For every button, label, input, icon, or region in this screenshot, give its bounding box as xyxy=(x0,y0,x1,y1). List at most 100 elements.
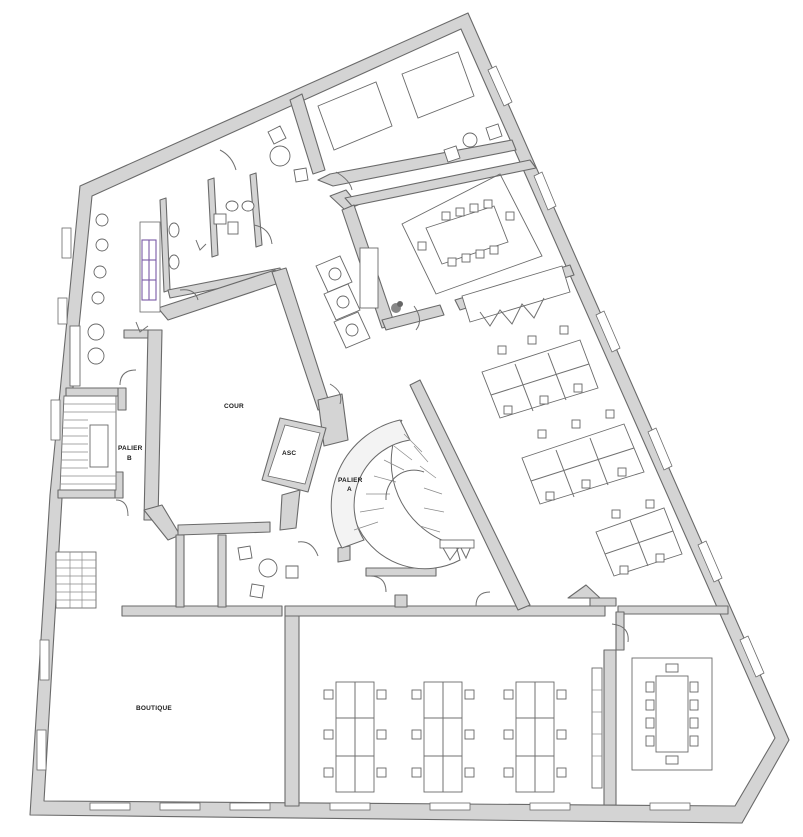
door-swing-icon xyxy=(611,623,629,643)
cupboards xyxy=(439,265,571,561)
wall xyxy=(317,139,517,187)
round-table-icon xyxy=(93,265,107,279)
window-icon xyxy=(487,65,513,107)
toilet-icon xyxy=(168,222,180,238)
door-swing-icon xyxy=(219,149,237,171)
meeting-room-furniture xyxy=(401,173,543,295)
door-swing-icon xyxy=(253,224,273,245)
window-icon xyxy=(57,297,68,325)
window-icon xyxy=(429,802,471,811)
desk-icon xyxy=(317,81,393,151)
office-chair-icon xyxy=(323,689,567,778)
wall xyxy=(589,597,617,607)
room-label-asc: ASC xyxy=(282,450,296,457)
armchair-icon xyxy=(293,167,309,183)
armchair-icon xyxy=(443,145,461,163)
room-label-boutique: BOUTIQUE xyxy=(136,705,172,712)
room-label-palier-a-letter: A xyxy=(347,486,352,493)
toilet-icon xyxy=(241,200,255,212)
window-icon xyxy=(329,802,371,811)
lounge-seating xyxy=(237,545,299,599)
wall xyxy=(284,615,300,807)
wall xyxy=(344,159,537,207)
wc-block xyxy=(135,200,255,333)
window-icon xyxy=(50,399,61,441)
windows xyxy=(36,65,765,811)
window-icon xyxy=(529,802,571,811)
wall xyxy=(177,521,271,536)
door-swing-icon xyxy=(475,591,491,607)
stair-icon xyxy=(55,551,97,609)
wall xyxy=(271,267,331,411)
stair-icon xyxy=(59,395,117,491)
door-swing-icon xyxy=(115,499,129,517)
desk-cluster xyxy=(595,507,683,577)
wall xyxy=(117,387,127,411)
window-icon xyxy=(36,729,47,771)
sink-icon xyxy=(227,221,239,235)
door-swing-icon xyxy=(329,383,342,405)
wall xyxy=(365,567,437,577)
round-table-icon xyxy=(95,238,109,252)
window-icon xyxy=(739,635,765,678)
door-swing-icon xyxy=(119,369,137,386)
round-table-icon xyxy=(91,291,105,305)
window-icon xyxy=(89,802,131,811)
round-table-icon xyxy=(258,558,278,578)
wall xyxy=(143,504,181,541)
room-label-palier-b-letter: B xyxy=(127,455,132,462)
window-icon xyxy=(229,802,271,811)
window-icon xyxy=(697,540,723,583)
toilet-icon xyxy=(168,254,180,270)
window-icon xyxy=(159,802,201,811)
armchair-icon xyxy=(237,545,253,561)
door-swing-icon xyxy=(369,575,387,593)
room-label-palier-a: PALIER xyxy=(338,477,363,484)
wall xyxy=(289,93,326,175)
waiting-seats xyxy=(69,213,109,387)
doors xyxy=(115,149,629,643)
round-table-icon xyxy=(462,132,478,148)
door-swing-icon xyxy=(335,171,353,191)
interior-walls xyxy=(57,93,729,807)
office-chair-icon xyxy=(497,325,665,575)
meeting-table xyxy=(425,205,509,265)
wall xyxy=(394,594,408,608)
wall xyxy=(207,177,219,258)
armchair-icon xyxy=(485,123,503,141)
wall xyxy=(615,611,625,651)
wall xyxy=(381,304,445,331)
shelf xyxy=(69,325,81,387)
wall xyxy=(143,329,163,521)
wall xyxy=(121,605,283,617)
wall xyxy=(217,534,227,608)
door-swing-icon xyxy=(297,541,319,557)
top-room-furniture xyxy=(267,51,503,183)
small-meeting-room xyxy=(631,657,713,771)
round-table-icon xyxy=(87,347,105,365)
wall xyxy=(279,489,301,531)
wall xyxy=(249,172,263,248)
wall xyxy=(159,197,171,293)
sink-icon xyxy=(213,213,227,225)
wall xyxy=(284,605,606,617)
window-icon xyxy=(533,171,557,211)
stair-wall xyxy=(337,545,351,563)
wall xyxy=(603,649,617,806)
window-icon xyxy=(649,802,691,811)
spiral-stair-icon xyxy=(330,419,461,570)
wall xyxy=(65,387,121,397)
shelf xyxy=(591,667,603,789)
door-swing-icon xyxy=(413,305,420,331)
desk-row xyxy=(335,681,375,793)
window-icon xyxy=(61,227,72,259)
meeting-table xyxy=(655,675,689,753)
wall xyxy=(617,605,729,615)
window-icon xyxy=(647,427,673,471)
desk-row xyxy=(515,681,555,793)
room-label-cour: COUR xyxy=(224,403,244,410)
wall xyxy=(567,584,601,599)
armchair-icon xyxy=(249,583,265,599)
toilet-icon xyxy=(225,200,239,212)
